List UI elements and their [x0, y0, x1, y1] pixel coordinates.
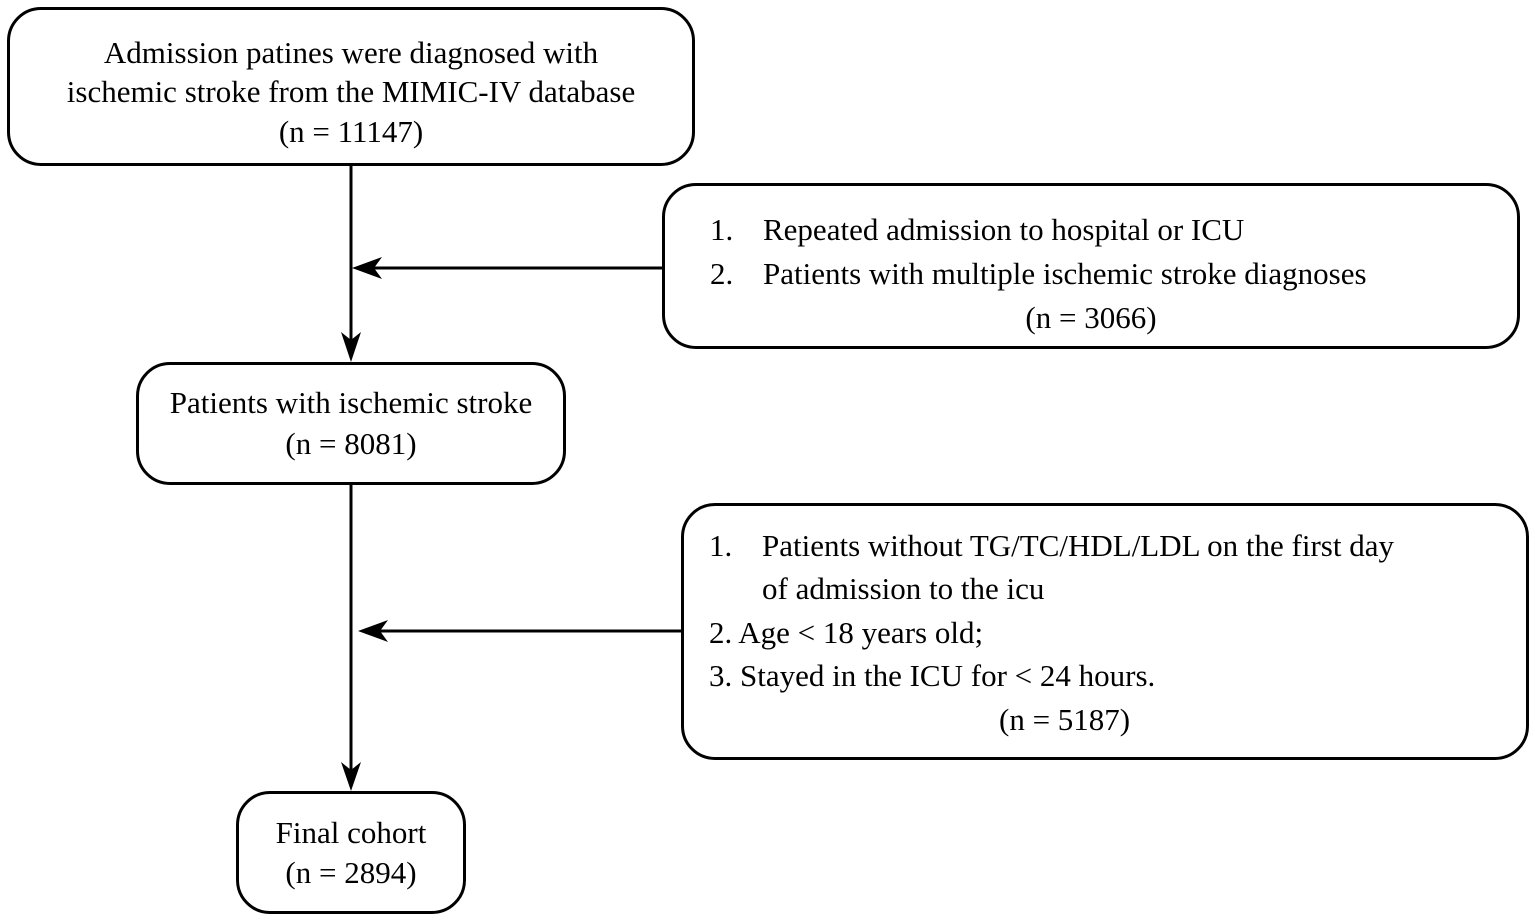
exclusion2-item-2: 2. Age < 18 years old; [709, 615, 984, 650]
arrowhead-left-2 [358, 620, 388, 642]
final-cohort-box: Final cohort (n = 2894) [236, 791, 466, 914]
final-count: (n = 2894) [285, 855, 417, 890]
exclusion2-item-3: 3. Stayed in the ICU for < 24 hours. [709, 658, 1156, 693]
ischemic-count: (n = 8081) [285, 426, 417, 461]
exclusion-box-2: 1. Patients without TG/TC/HDL/LDL on the… [681, 503, 1529, 760]
exclusion2-item-1-number: 1. [709, 528, 733, 563]
exclusion2-count: (n = 5187) [999, 702, 1131, 737]
exclusion1-item-2-text: Patients with multiple ischemic stroke d… [763, 256, 1367, 291]
initial-count: (n = 11147) [278, 114, 424, 149]
exclusion1-item-1-number: 1. [710, 212, 734, 247]
exclusion2-item-1-line-1: Patients without TG/TC/HDL/LDL on the fi… [762, 528, 1394, 563]
exclusion1-item-1-text: Repeated admission to hospital or ICU [763, 212, 1245, 247]
exclusion1-count: (n = 3066) [1025, 300, 1157, 335]
final-label: Final cohort [275, 815, 427, 850]
ischemic-label: Patients with ischemic stroke [169, 385, 533, 420]
exclusion-box-1: 1. Repeated admission to hospital or ICU… [662, 183, 1520, 349]
initial-line-2: ischemic stroke from the MIMIC-IV databa… [66, 74, 636, 109]
initial-line-1: Admission patines were diagnosed with [103, 35, 599, 70]
exclusion2-item-1-line-2: of admission to the icu [762, 571, 1045, 606]
arrowhead-down-2 [341, 762, 361, 791]
initial-population-box: Admission patines were diagnosed with is… [7, 7, 695, 166]
exclusion1-item-2-number: 2. [710, 256, 734, 291]
arrowhead-left-1 [352, 257, 382, 279]
ischemic-stroke-box: Patients with ischemic stroke (n = 8081) [136, 362, 566, 485]
arrowhead-down-1 [341, 332, 361, 362]
